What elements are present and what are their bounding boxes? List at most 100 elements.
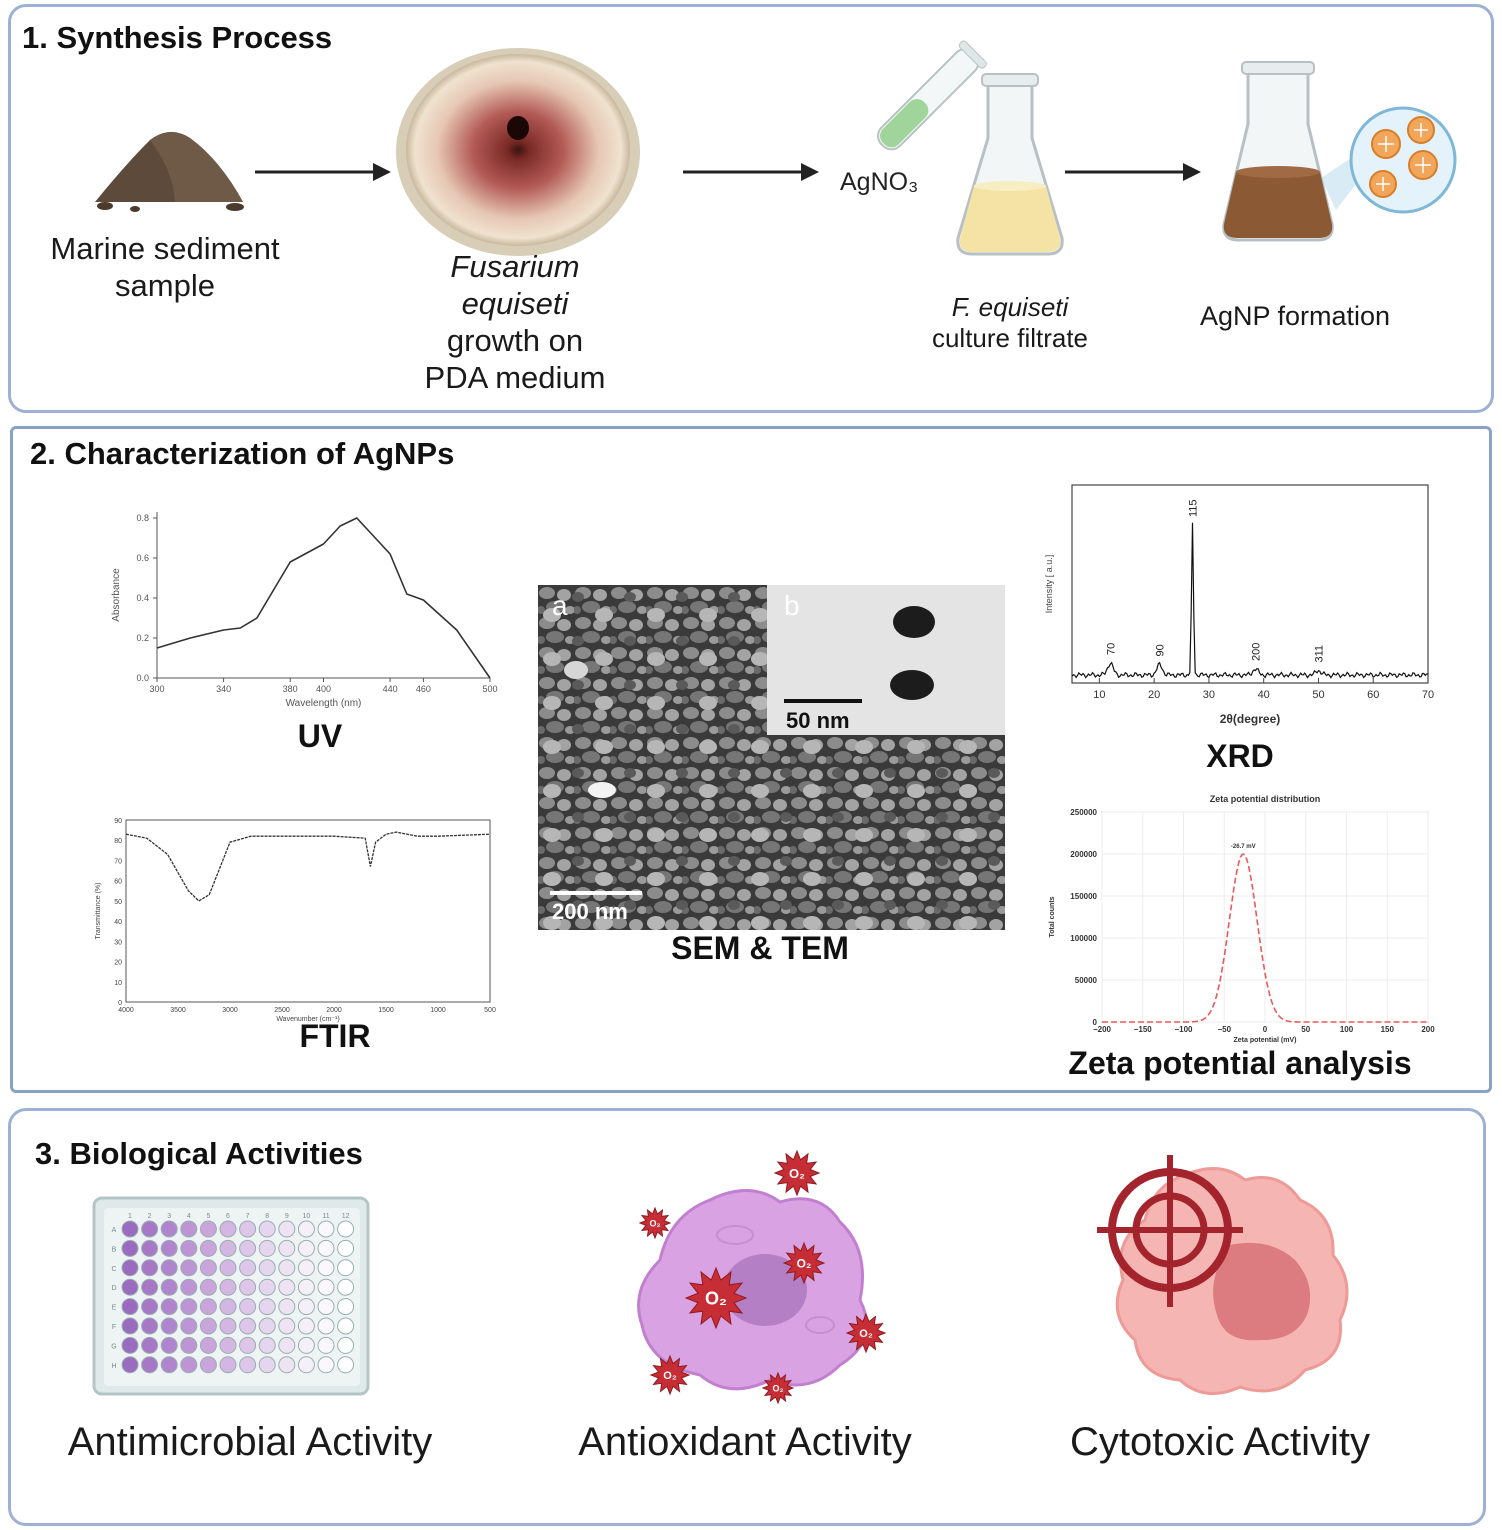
plate-well	[199, 1317, 217, 1335]
plate-well	[258, 1336, 276, 1354]
plate-col-label: 5	[206, 1213, 210, 1220]
xrd-x-tick-label: 60	[1367, 689, 1379, 701]
sediment-pile-icon	[95, 131, 244, 212]
xrd-x-tick-label: 30	[1203, 689, 1215, 701]
xrd-x-axis-label: 2θ(degree)	[1220, 712, 1281, 726]
plate-well	[297, 1220, 315, 1238]
plate-well	[278, 1317, 296, 1335]
plate-well	[239, 1356, 257, 1374]
xrd-x-tick-label: 50	[1312, 689, 1324, 701]
ftir-x-tick-label: 1000	[430, 1007, 446, 1014]
plate-well	[317, 1356, 335, 1374]
ros-burst-icon	[773, 1150, 821, 1197]
plate-col-label: 6	[226, 1213, 230, 1220]
plate-well	[337, 1259, 355, 1277]
plate-well	[160, 1278, 178, 1296]
zeta-x-tick-label: −150	[1134, 1025, 1153, 1034]
uv-x-tick-label: 340	[216, 684, 231, 694]
xrd-series-line	[1071, 522, 1428, 679]
xrd-x-tick-label: 40	[1258, 689, 1270, 701]
plate-well	[199, 1356, 217, 1374]
zeta-x-tick-label: −100	[1174, 1025, 1193, 1034]
plate-well	[239, 1220, 257, 1238]
plate-col-label: 8	[265, 1213, 269, 1220]
uv-series-line	[156, 517, 491, 679]
plate-well	[180, 1239, 198, 1257]
plate-well	[239, 1239, 257, 1257]
plate-well	[239, 1278, 257, 1296]
zeta-x-axis-label: Zeta potential (mV)	[1233, 1037, 1296, 1044]
plate-col-label: 3	[167, 1213, 171, 1220]
ftir-frame	[125, 819, 491, 1003]
plate-well	[121, 1298, 139, 1316]
zeta-caption: Zeta potential analysis	[1068, 1045, 1412, 1081]
plate-well	[141, 1278, 159, 1296]
sem-tem-micrograph: a b 50 nm 200 nm	[538, 585, 1005, 930]
uv-y-tick-label: 0.4	[136, 593, 149, 603]
ftir-x-tick-label: 2000	[326, 1007, 342, 1014]
ftir-x-tick-label: 3000	[222, 1007, 238, 1014]
xrd-y-axis-label: Intensity [ a.u.]	[1044, 555, 1054, 614]
ftir-y-tick-label: 10	[114, 980, 122, 987]
zeta-x-tick-label: −200	[1093, 1025, 1112, 1034]
plate-well	[337, 1298, 355, 1316]
plate-well	[199, 1298, 217, 1316]
plate-row-label: C	[111, 1266, 116, 1273]
test-tube-icon	[877, 40, 987, 151]
plate-well	[297, 1278, 315, 1296]
plate-well	[121, 1259, 139, 1277]
plate-well	[239, 1259, 257, 1277]
plate-well	[180, 1356, 198, 1374]
zeta-y-tick-label: 150000	[1070, 892, 1097, 901]
plate-col-label: 2	[148, 1213, 152, 1220]
ros-label: O₂	[773, 1383, 784, 1393]
plate-well	[317, 1259, 335, 1277]
plate-row-label: H	[111, 1363, 116, 1370]
ros-burst-icon	[761, 1371, 795, 1405]
plate-well	[337, 1317, 355, 1335]
zeta-y-tick-label: 100000	[1070, 934, 1097, 943]
plate-well	[297, 1239, 315, 1257]
plate-well	[219, 1356, 237, 1374]
plate-well	[297, 1317, 315, 1335]
xrd-peak-label: 200	[1250, 643, 1262, 661]
plate-well	[199, 1278, 217, 1296]
xrd-x-tick-label: 20	[1148, 689, 1160, 701]
zeta-x-tick-label: 200	[1421, 1025, 1435, 1034]
plate-well	[219, 1220, 237, 1238]
xrd-peak-label: 115	[1187, 499, 1199, 517]
ros-label: O₂	[650, 1218, 661, 1228]
plate-well	[141, 1298, 159, 1316]
cytotoxic-cell-icon	[1097, 1155, 1349, 1396]
ftir-x-tick-label: 500	[484, 1007, 496, 1014]
zeta-x-tick-label: 50	[1301, 1025, 1310, 1034]
plate-well	[278, 1278, 296, 1296]
plate-col-label: 10	[303, 1213, 311, 1220]
plate-well	[239, 1298, 257, 1316]
plate-well	[180, 1336, 198, 1354]
plate-well	[278, 1298, 296, 1316]
plate-well	[160, 1220, 178, 1238]
plate-well	[317, 1220, 335, 1238]
plate-well	[337, 1356, 355, 1374]
plate-well	[317, 1278, 335, 1296]
plate-well	[160, 1298, 178, 1316]
ros-label: O₂	[705, 1289, 727, 1309]
uv-x-tick-label: 400	[316, 684, 331, 694]
petri-dish-icon	[396, 48, 640, 256]
synthesis-title: 1. Synthesis Process	[22, 20, 333, 55]
plate-well	[160, 1239, 178, 1257]
xrd-x-tick-label: 10	[1093, 689, 1105, 701]
plate-col-label: 9	[285, 1213, 289, 1220]
zeta-chart-title: Zeta potential distribution	[1210, 794, 1321, 804]
plate-well	[180, 1317, 198, 1335]
plate-well	[258, 1317, 276, 1335]
ros-burst-icon	[845, 1312, 887, 1354]
ftir-y-tick-label: 90	[114, 818, 122, 825]
tem-label-b: b	[784, 590, 800, 621]
plate-well	[278, 1259, 296, 1277]
plate-well	[219, 1317, 237, 1335]
ros-burst-icon	[638, 1206, 672, 1240]
zeta-peak-label: -26.7 mV	[1231, 844, 1256, 850]
